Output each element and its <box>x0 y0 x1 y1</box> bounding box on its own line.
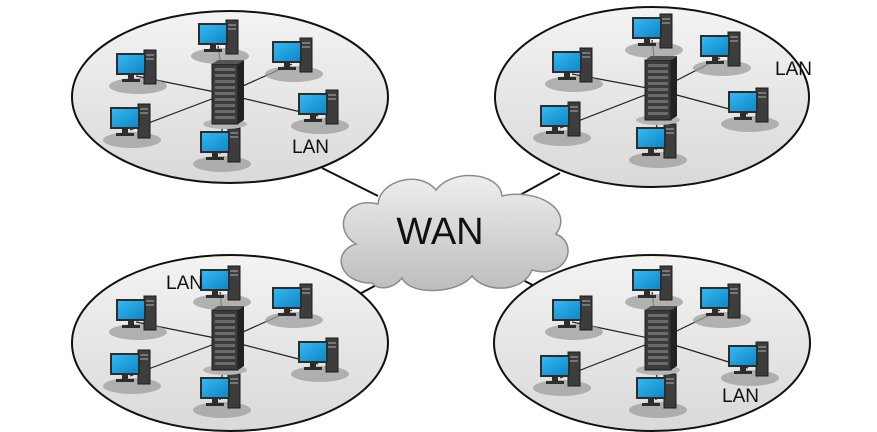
lan-label: LAN <box>775 59 812 80</box>
desktop-computer-icon <box>291 89 349 134</box>
server-icon <box>636 56 680 125</box>
lan-group: LAN <box>494 6 812 188</box>
lan-label: LAN <box>166 273 203 294</box>
desktop-computer-icon <box>545 295 603 340</box>
lan-group: LAN <box>71 254 389 432</box>
desktop-computer-icon <box>193 127 251 172</box>
wan-label: WAN <box>396 211 483 253</box>
desktop-computer-icon <box>265 37 323 82</box>
desktop-computer-icon <box>629 123 687 168</box>
desktop-computer-icon <box>721 87 779 132</box>
lan-group: LAN <box>493 254 811 432</box>
desktop-computer-icon <box>625 13 683 58</box>
desktop-computer-icon <box>265 283 323 328</box>
desktop-computer-icon <box>693 283 751 328</box>
desktop-computer-icon <box>533 101 591 146</box>
lan-group: LAN <box>71 10 389 184</box>
desktop-computer-icon <box>103 349 161 394</box>
wan-link-2 <box>519 172 561 196</box>
lan-label: LAN <box>722 386 759 407</box>
server-icon <box>636 306 680 375</box>
server-icon <box>203 306 247 375</box>
desktop-computer-icon <box>103 103 161 148</box>
desktop-computer-icon <box>291 337 349 382</box>
wan-link-1 <box>321 167 379 197</box>
desktop-computer-icon <box>109 49 167 94</box>
desktop-computer-icon <box>545 47 603 92</box>
desktop-computer-icon <box>625 265 683 310</box>
desktop-computer-icon <box>109 295 167 340</box>
cloud-icon: WAN <box>340 174 569 292</box>
desktop-computer-icon <box>191 19 249 64</box>
desktop-computer-icon <box>629 373 687 418</box>
lan-label: LAN <box>292 137 329 158</box>
desktop-computer-icon <box>533 351 591 396</box>
desktop-computer-icon <box>193 373 251 418</box>
desktop-computer-icon <box>721 341 779 386</box>
server-icon <box>203 60 247 129</box>
desktop-computer-icon <box>693 31 751 76</box>
